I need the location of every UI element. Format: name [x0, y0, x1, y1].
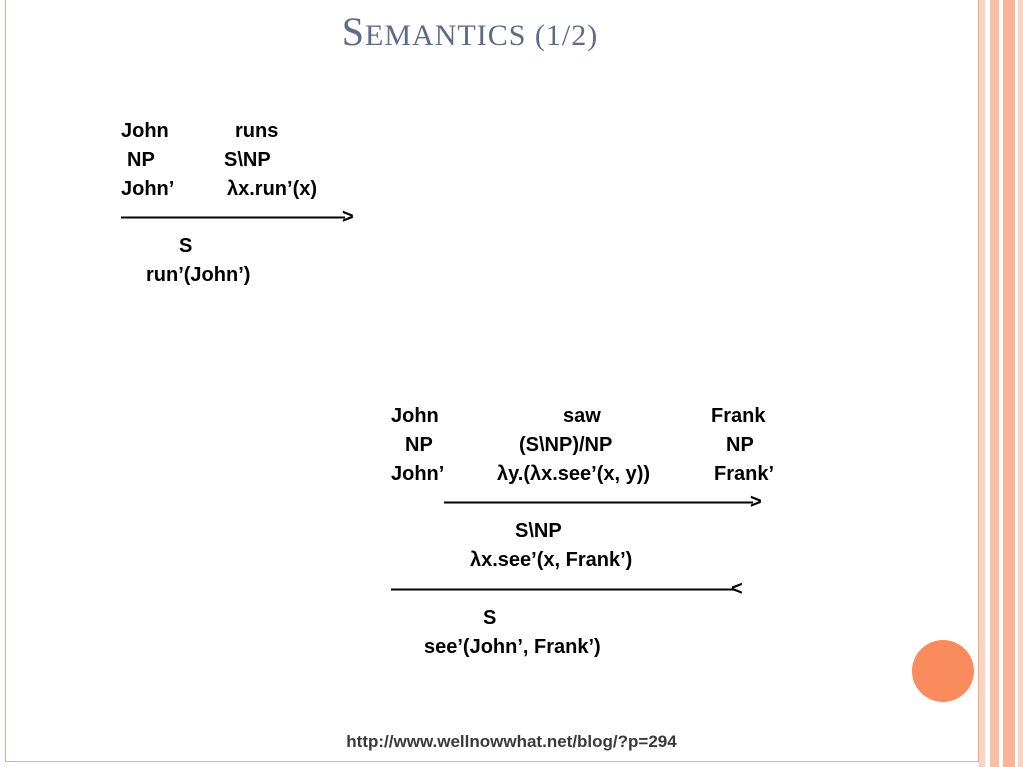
d2-forward-rule: ——————————————————> [444, 491, 762, 513]
page-title: Semantics (1/2) [0, 8, 940, 55]
d2-backward-rule: ————————————————————< [391, 578, 743, 600]
d2-word-frank: Frank [711, 405, 766, 427]
d2-cat-np-1: NP [405, 434, 433, 456]
d1-cat-np: NP [127, 149, 155, 171]
d1-forward-rule: —————————————> [121, 206, 354, 228]
d2-sem-frank: Frank’ [714, 463, 775, 485]
title-initial: S [341, 9, 366, 54]
d2-sem-see: λy.(λx.see’(x, y)) [497, 463, 651, 485]
d2-mid-cat: S\NP [515, 520, 562, 542]
d1-cat-snp: S\NP [224, 149, 271, 171]
d2-result-cat: S [483, 607, 497, 629]
d1-result-sem: run’(John’) [146, 264, 251, 286]
accent-circle [912, 640, 974, 702]
d1-word-john: John [121, 120, 169, 142]
d1-sem-john: John’ [121, 178, 175, 200]
d2-cat-transitive: (S\NP)/NP [519, 434, 613, 456]
d2-word-saw: saw [563, 405, 601, 427]
d2-cat-np-2: NP [726, 434, 754, 456]
title-rest: emantics (1/2) [365, 19, 599, 52]
d2-result-sem: see’(John’, Frank’) [424, 636, 601, 658]
slide-frame [5, 0, 979, 762]
d1-result-cat: S [179, 235, 193, 257]
d2-word-john: John [391, 405, 439, 427]
decorative-stripes [979, 0, 1023, 767]
d2-mid-sem: λx.see’(x, Frank’) [470, 549, 633, 571]
d2-sem-john: John’ [391, 463, 445, 485]
d1-word-runs: runs [235, 120, 279, 142]
source-link[interactable]: http://www.wellnowwhat.net/blog/?p=294 [346, 732, 677, 751]
d1-sem-run: λx.run’(x) [227, 178, 318, 200]
